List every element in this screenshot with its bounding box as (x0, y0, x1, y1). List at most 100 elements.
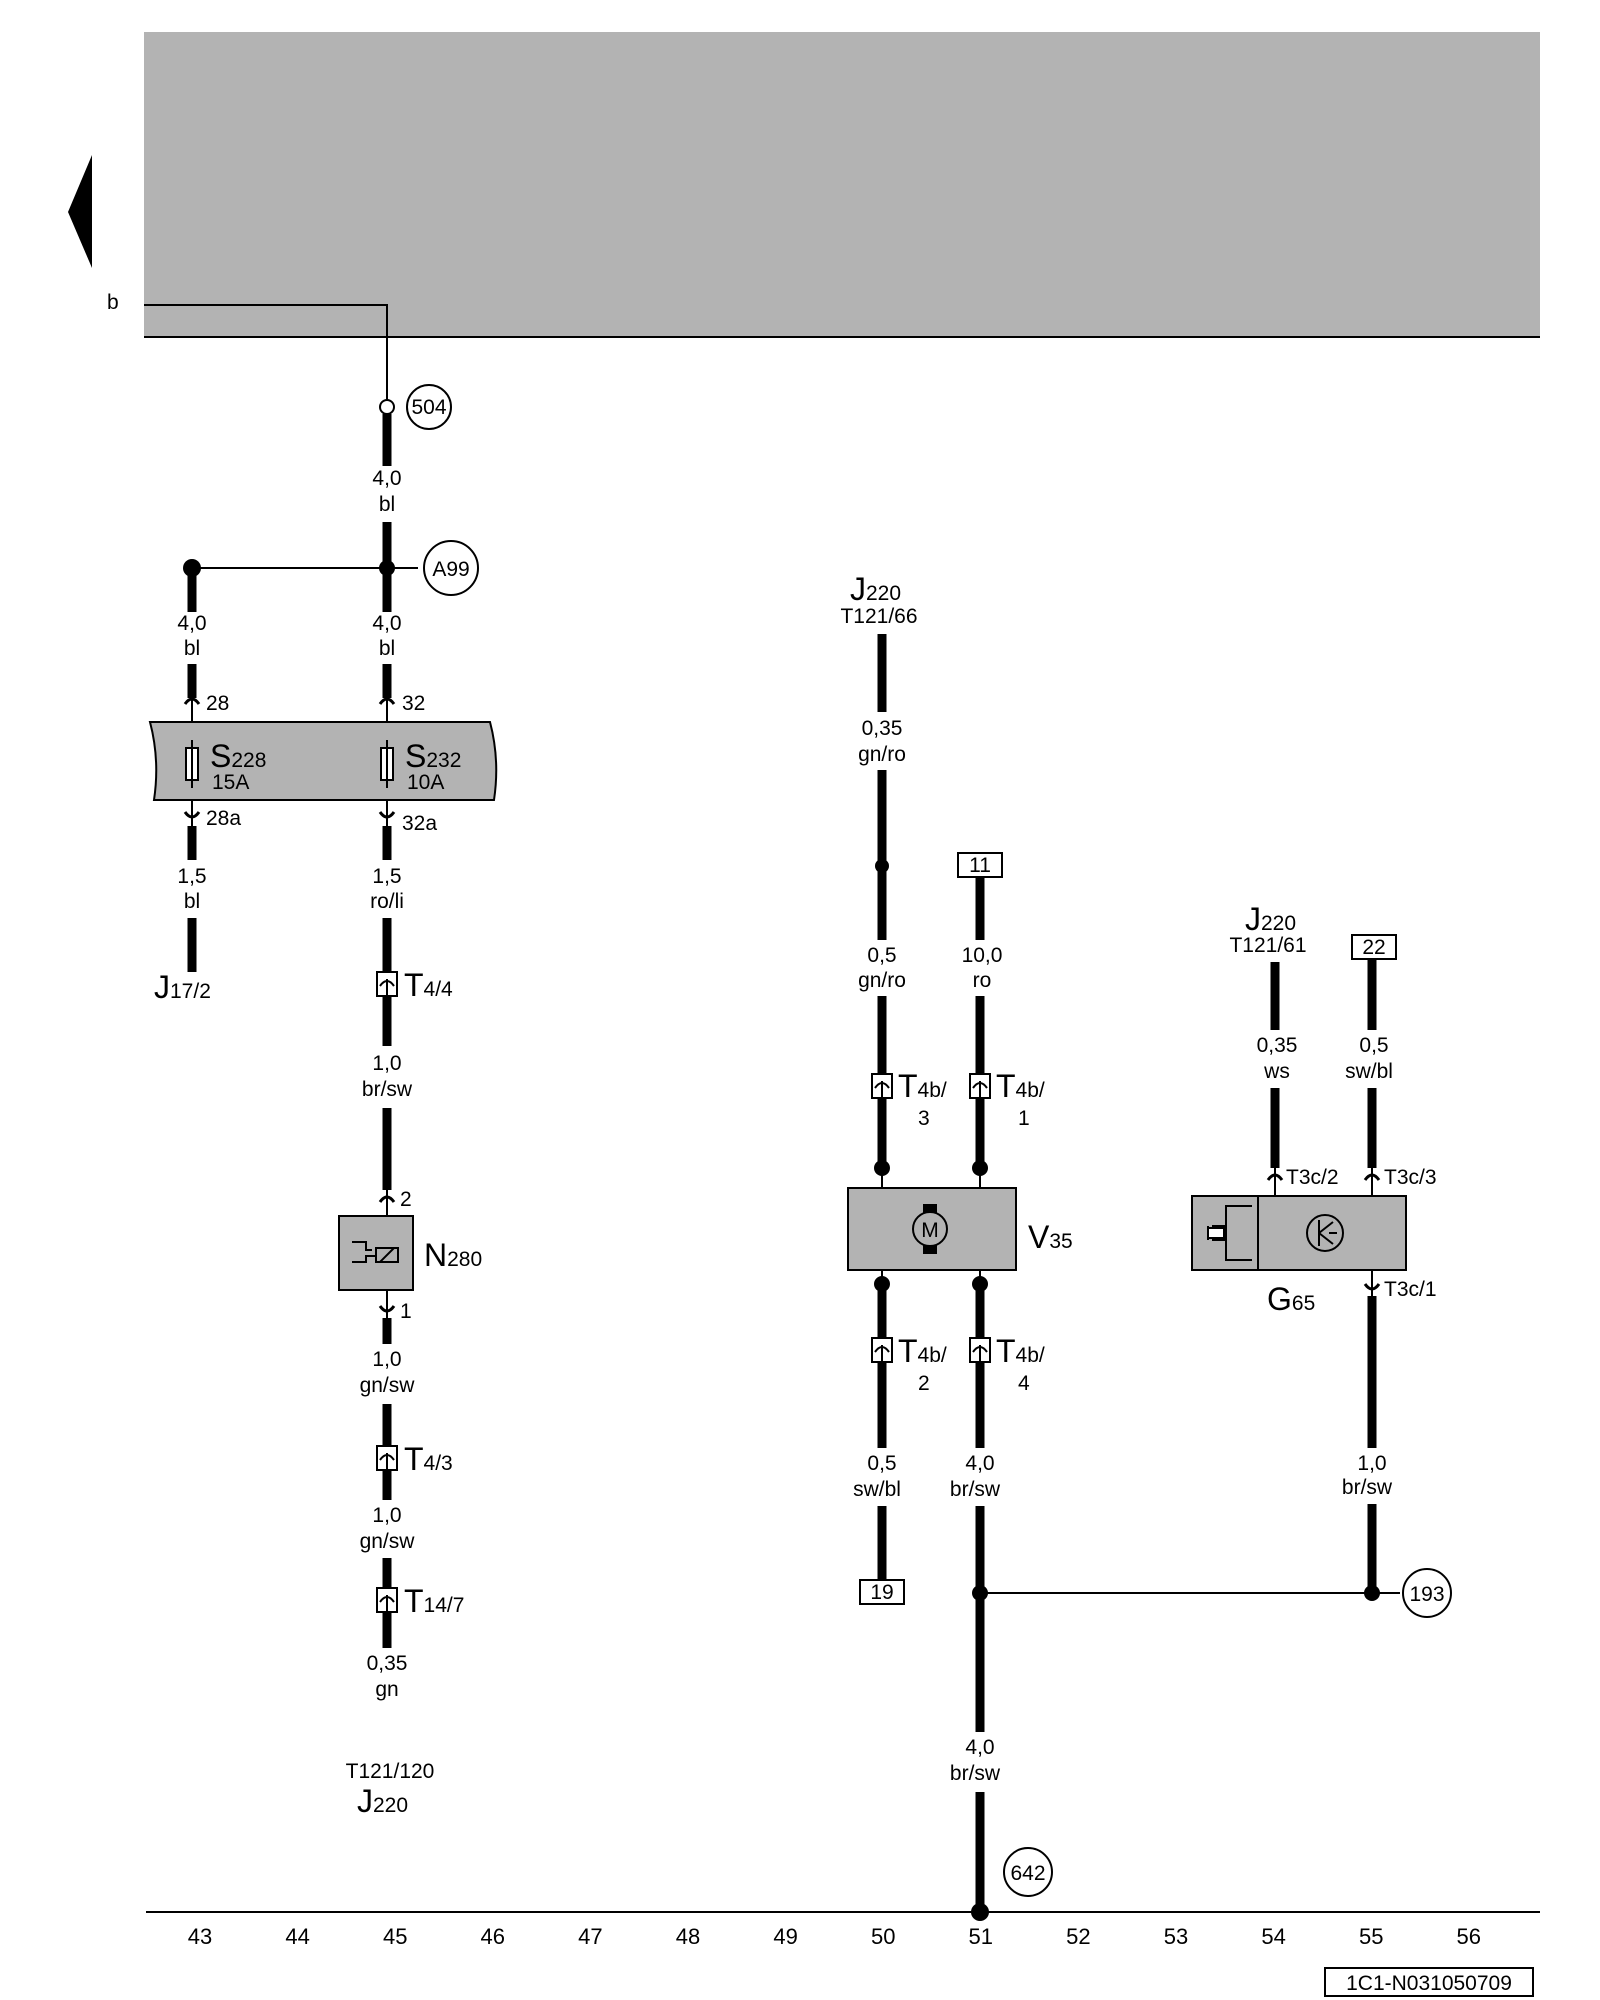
component-n280-valve-icon (352, 1241, 399, 1263)
fuse-s228-pin-in: 28 (206, 692, 229, 715)
continuation-wire-b (144, 304, 388, 405)
ref-box-11[interactable] (957, 852, 1003, 878)
wire-gnro2-color: gn/ro (858, 969, 906, 992)
wire-ro-color: ro (973, 969, 992, 992)
connector-t4b-1-label: T4b/ (996, 1068, 1045, 1104)
wire-gn-color: gn (375, 1678, 398, 1701)
wire-swbl2-size: 0,5 (1359, 1034, 1388, 1057)
column-number-43: 43 (188, 1924, 212, 1949)
wire-swbl1-size: 0,5 (867, 1452, 896, 1475)
column-number-49: 49 (773, 1924, 797, 1949)
motor-v35-symbol: M (921, 1219, 939, 1242)
wire-j17-size: 1,5 (177, 865, 206, 888)
wire-swbl2-color: sw/bl (1345, 1060, 1393, 1083)
fuse-s228-pin-out: 28a (206, 807, 241, 830)
wire-504-color: bl (379, 493, 395, 516)
component-g65-box[interactable] (1191, 1195, 1407, 1271)
ground-642-circle[interactable] (1003, 1847, 1053, 1897)
column-number-46: 46 (481, 1924, 505, 1949)
column-number-54: 54 (1261, 1924, 1285, 1949)
sensor-icon-mark (1318, 1220, 1337, 1246)
column-number-51: 51 (969, 1924, 993, 1949)
ecu-j220-bottom-ref: J220 (357, 1783, 408, 1819)
ref-box-19-label: 19 (870, 1581, 893, 1604)
shaded-header-area (144, 32, 1540, 337)
sensor-g65-pin-2: T3c/2 (1286, 1166, 1339, 1189)
component-v35-name: V35 (1028, 1219, 1073, 1255)
connector-t4b-3-pin: 3 (918, 1107, 930, 1130)
connector-t4-3-label: T4/3 (404, 1441, 453, 1477)
fuse-s232-rating: 10A (407, 771, 444, 794)
connector-t4b-2-label: T4b/ (898, 1333, 947, 1369)
wire-brsw1-size: 1,0 (372, 1052, 401, 1075)
splice-a99-label: A99 (432, 558, 469, 581)
connector-t14-7-arrow-icon (379, 1595, 395, 1612)
connector-t4b-3-label: T4b/ (898, 1068, 947, 1104)
wire-brsw2-color: br/sw (950, 1478, 1001, 1501)
wire-brsw2-size: 4,0 (965, 1452, 994, 1475)
diagram-id: 1C1-N031050709 (1346, 1972, 1512, 1995)
column-number-53: 53 (1164, 1924, 1188, 1949)
sensor-g65-pin-1-arrow-icon (1363, 1283, 1381, 1291)
wire-gnro2-size: 0,5 (867, 944, 896, 967)
splice-193-circle[interactable] (1402, 1568, 1452, 1618)
column-number-45: 45 (383, 1924, 407, 1949)
column-number-48: 48 (676, 1924, 700, 1949)
fuse-s232-name: S232 (405, 738, 461, 774)
left-arrow-icon[interactable] (68, 155, 92, 268)
sensor-g65-pin-3-arrow-icon (1363, 1173, 1381, 1181)
connector-t4b-3-arrow-icon (874, 1081, 890, 1098)
wire-brsw4-size: 1,0 (1357, 1452, 1386, 1475)
wire-gnsw1-color: gn/sw (360, 1374, 416, 1397)
ecu-j220-bottom-pin: T121/120 (346, 1760, 435, 1783)
point-504-circle[interactable] (406, 384, 452, 430)
wire-fuse32-color: bl (379, 637, 395, 660)
fuse-s232-pin-out-arrow-icon (378, 811, 396, 819)
connector-t4b-1-pin: 1 (1018, 1107, 1030, 1130)
connector-t4b-2-pin: 2 (918, 1372, 930, 1395)
wire-swbl1-color: sw/bl (853, 1478, 901, 1501)
column-number-50: 50 (871, 1924, 895, 1949)
component-n280-pin-top: 2 (400, 1188, 412, 1211)
connector-t4b-4-pin: 4 (1018, 1372, 1030, 1395)
point-504-label: 504 (411, 396, 446, 419)
wire-ws-size: 0,35 (1257, 1034, 1298, 1057)
ground-642-label: 642 (1010, 1862, 1045, 1885)
fuse-s232-pin-in: 32 (402, 692, 425, 715)
wire-gnro1-color: gn/ro (858, 743, 906, 766)
ecu-j220-right-ref: J220 (1245, 901, 1296, 937)
column-number-56: 56 (1457, 1924, 1481, 1949)
ref-box-19[interactable] (859, 1579, 905, 1605)
wire-brsw1-color: br/sw (362, 1078, 413, 1101)
wire-gnsw1-size: 1,0 (372, 1348, 401, 1371)
connector-t14-7-label: T14/7 (404, 1583, 464, 1619)
splice-a99-circle[interactable] (423, 540, 479, 596)
wire-gnro1-size: 0,35 (862, 717, 903, 740)
wire-roli-color: ro/li (370, 890, 404, 913)
wire-fuse32-size: 4,0 (372, 612, 401, 635)
ecu-j220-right-pin: T121/61 (1229, 934, 1306, 957)
fuse-s228-pin-out-arrow-icon (183, 811, 201, 819)
component-n280-pin-top-arrow-icon (378, 1195, 396, 1203)
continuation-label-b: b (107, 291, 119, 314)
splice-193-label: 193 (1409, 1583, 1444, 1606)
connector-t4-3-arrow-icon (379, 1453, 395, 1470)
ref-box-22[interactable] (1351, 934, 1397, 960)
motor-icon (912, 1211, 948, 1247)
sensor-g65-pin-3: T3c/3 (1384, 1166, 1437, 1189)
fuse-carrier[interactable] (148, 721, 498, 801)
wire-left-color: bl (184, 637, 200, 660)
connector-t4b-4-arrow-icon (972, 1345, 988, 1362)
wire-gnsw2-size: 1,0 (372, 1504, 401, 1527)
wire-gn-size: 0,35 (367, 1652, 408, 1675)
diagram-id-box (1324, 1967, 1534, 1997)
sensor-icon (1306, 1214, 1344, 1252)
connection-point-504-node (379, 399, 395, 415)
component-g65-name: G65 (1267, 1281, 1315, 1317)
wire-roli-size: 1,5 (372, 865, 401, 888)
component-n280-pin-bottom-arrow-icon (378, 1305, 396, 1313)
splice-193-node-left (972, 1585, 988, 1601)
motor-v35-shaft-bottom (923, 1244, 937, 1254)
column-number-47: 47 (578, 1924, 602, 1949)
